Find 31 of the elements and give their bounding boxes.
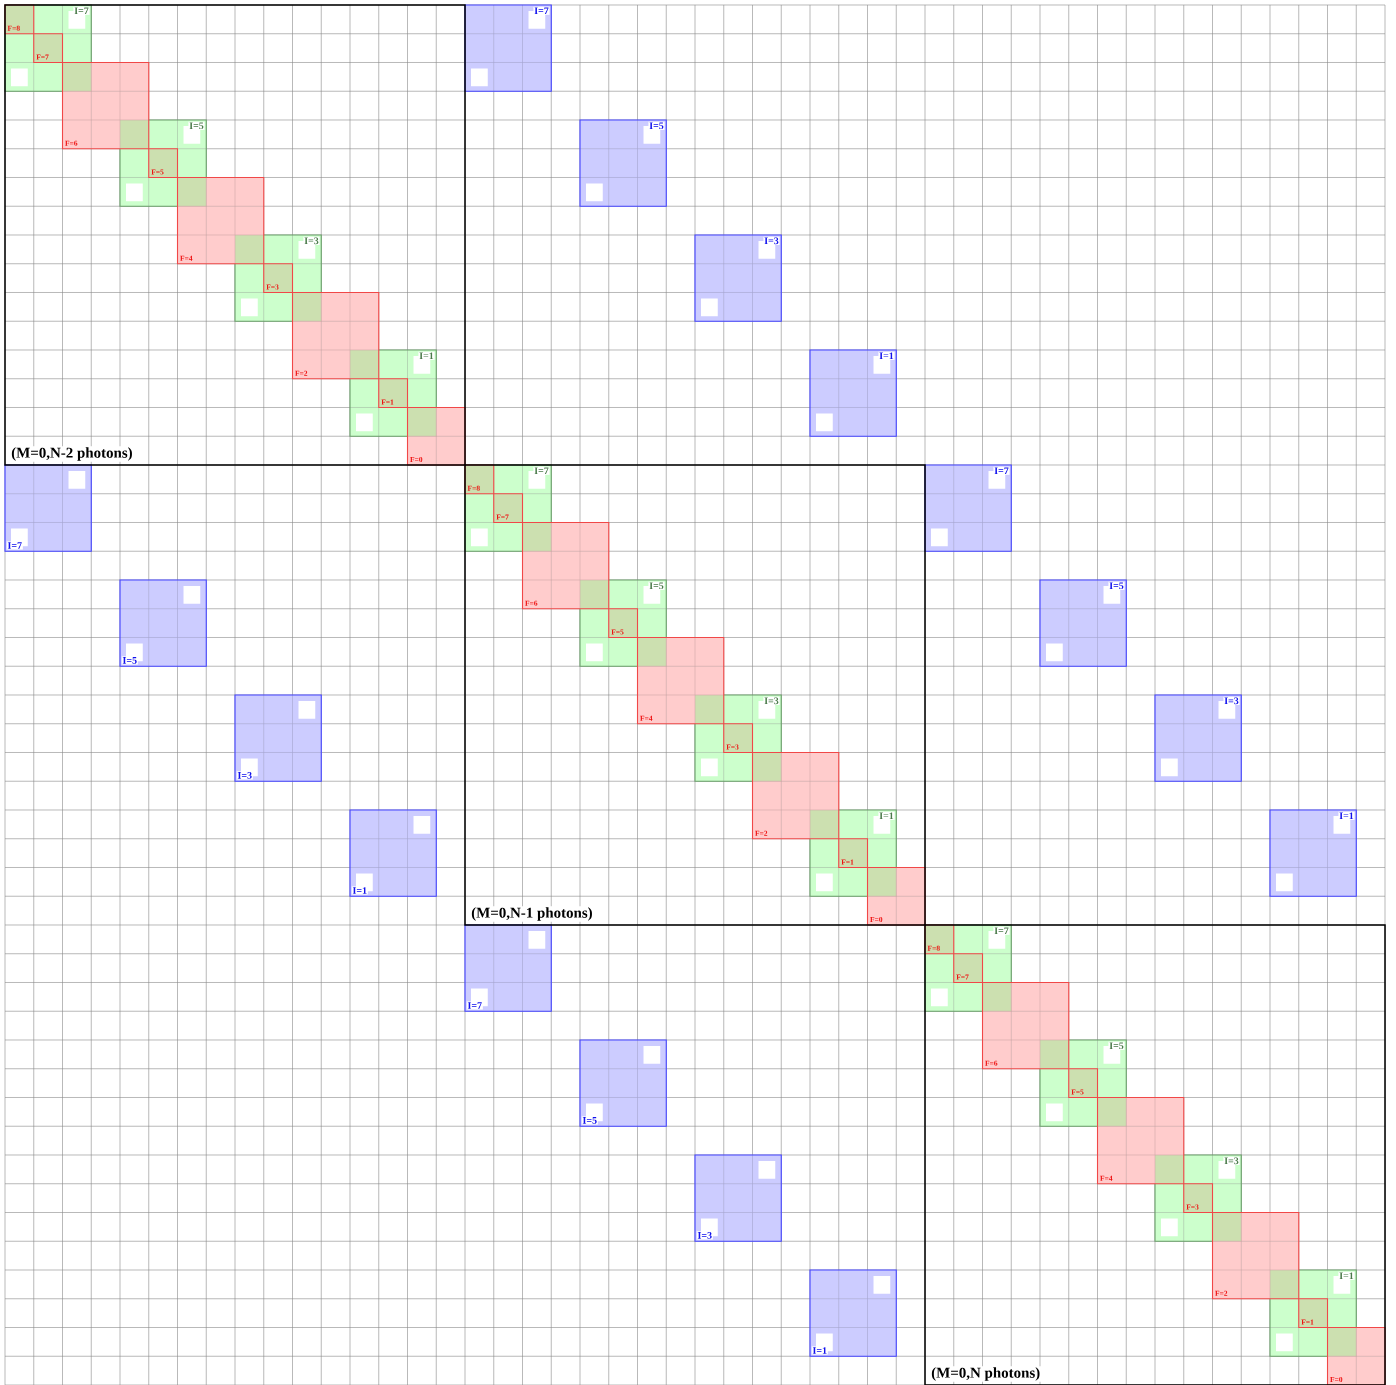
cell-label: I=5 — [648, 121, 665, 130]
cell-label: I=1 — [418, 351, 435, 360]
cell-label: I=1 — [878, 351, 895, 360]
cell-label: I=3 — [1223, 1156, 1240, 1165]
cell-label: I=7 — [6, 541, 23, 550]
cell-label: I=5 — [188, 121, 205, 130]
cell-label: I=1 — [1338, 811, 1355, 820]
cell-label: I=3 — [1223, 696, 1240, 705]
cell-label: I=7 — [993, 466, 1010, 475]
cell-label: I=1 — [811, 1346, 828, 1355]
cell-label: I=7 — [533, 6, 550, 15]
cell-label: I=5 — [581, 1116, 598, 1125]
block-label: (M=0,N-2 photons) — [10, 446, 134, 462]
cell-label: I=5 — [1108, 1041, 1125, 1050]
cell-label: I=7 — [466, 1001, 483, 1010]
cell-label: I=7 — [993, 926, 1010, 935]
cell-label: I=3 — [763, 236, 780, 245]
cell-label: I=1 — [878, 811, 895, 820]
cell-label: I=5 — [648, 581, 665, 590]
block-label: (M=0,N-1 photons) — [470, 906, 594, 922]
cell-label: I=3 — [236, 771, 253, 780]
cell-label: I=5 — [121, 656, 138, 665]
cell-label: I=3 — [303, 236, 320, 245]
cell-label: I=1 — [1338, 1271, 1355, 1280]
cell-label: I=3 — [763, 696, 780, 705]
block-label: (M=0,N photons) — [930, 1366, 1042, 1382]
cell-label: I=7 — [73, 6, 90, 15]
cell-label: I=1 — [351, 886, 368, 895]
cell-label: I=5 — [1108, 581, 1125, 590]
cell-label: I=3 — [696, 1231, 713, 1240]
cell-label: I=7 — [533, 466, 550, 475]
